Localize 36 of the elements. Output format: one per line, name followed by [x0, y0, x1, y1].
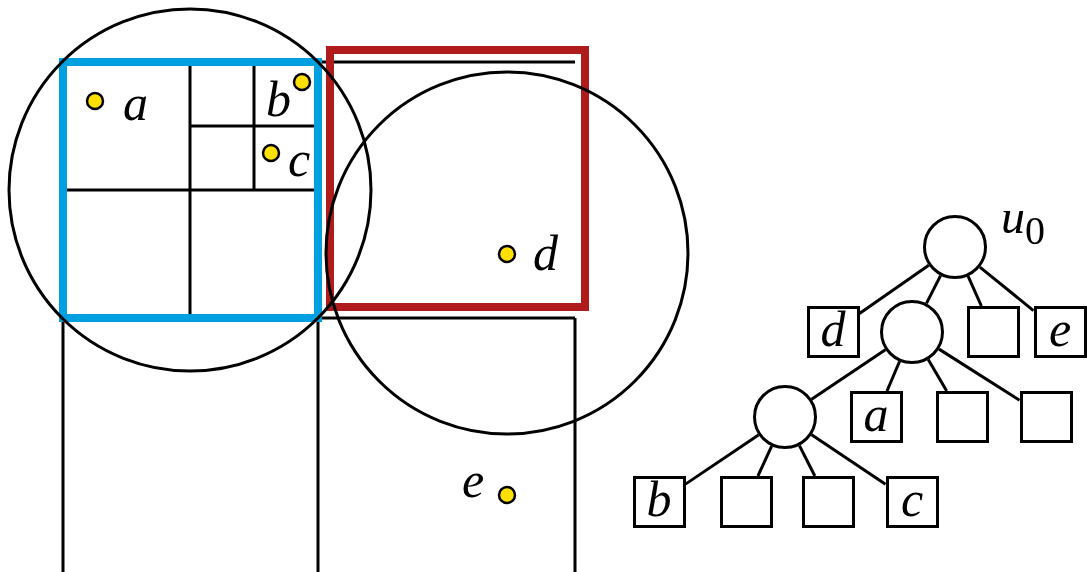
tree-edge	[684, 433, 760, 486]
tree-edge	[858, 264, 930, 315]
tree-edge	[966, 275, 983, 307]
tree-edge	[938, 347, 1021, 402]
node-label: b	[646, 474, 672, 524]
tree-edge	[798, 444, 817, 477]
leaf-box	[966, 306, 1020, 358]
leaf-box	[1019, 391, 1073, 443]
leaf-box	[849, 391, 903, 443]
leaf-box	[801, 476, 855, 528]
tree-edge	[810, 433, 887, 486]
leaf-box	[1033, 306, 1087, 358]
node-label: e	[1048, 304, 1072, 354]
point-label: e	[462, 455, 485, 505]
leaf-box	[632, 476, 686, 528]
tree-edge	[925, 274, 942, 305]
leaf-box	[935, 391, 989, 443]
tree-edge	[885, 360, 901, 392]
tree-edge	[978, 265, 1035, 312]
node-label: c	[900, 474, 924, 524]
point-label: a	[123, 78, 148, 128]
node-label: a	[863, 389, 889, 439]
point-label: d	[533, 228, 558, 278]
tree-node-circle	[880, 300, 944, 364]
point-label: c	[288, 134, 311, 184]
leaf-box	[719, 476, 773, 528]
point-label: b	[266, 74, 291, 124]
tree-edge	[756, 445, 774, 477]
node-caption: u$_{0}$	[1001, 193, 1045, 251]
leaf-box	[885, 476, 939, 528]
tree-edge	[810, 348, 887, 401]
tree-edge	[926, 358, 948, 392]
leaf-box	[806, 306, 860, 358]
node-label: d	[820, 304, 846, 354]
tree-node-circle	[923, 215, 987, 279]
tree-node-circle	[753, 385, 817, 449]
